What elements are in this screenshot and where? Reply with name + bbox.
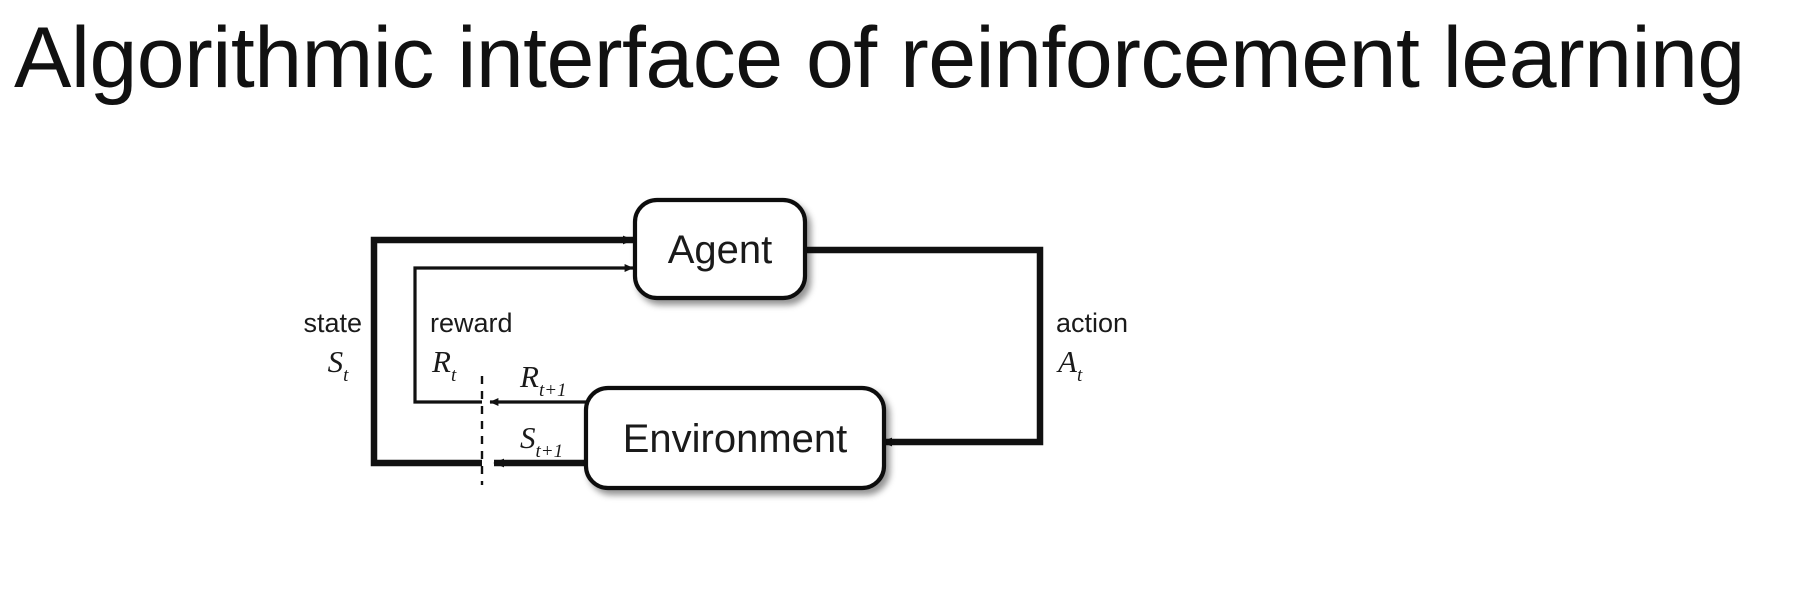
state-symbol-base: S (328, 344, 344, 379)
next-state-symbol-base: S (520, 420, 536, 455)
diagram-canvas: Agent Environment state St reward Rt (303, 197, 1128, 491)
reward-symbol-base: R (431, 344, 451, 379)
next-state-symbol: St+1 (520, 420, 563, 462)
environment-box[interactable] (583, 385, 887, 491)
node-agent[interactable]: Agent (632, 197, 808, 301)
next-state-symbol-subscript: t+1 (536, 441, 564, 462)
reward-edge-path (413, 264, 634, 404)
action-symbol-subscript: t (1077, 365, 1083, 386)
node-environment[interactable]: Environment (583, 385, 887, 491)
agent-box[interactable] (632, 197, 808, 301)
agent-box-label: Agent (668, 228, 773, 272)
state-symbol-subscript: t (343, 365, 349, 386)
state-label-group: state St (303, 308, 362, 386)
state-symbol: St (328, 344, 350, 386)
reward-label: reward (430, 308, 513, 338)
action-label: action (1056, 308, 1128, 338)
action-label-group: action At (1056, 308, 1128, 386)
next-reward-symbol-base: R (519, 359, 539, 394)
reward-symbol: Rt (431, 344, 457, 386)
action-symbol-base: A (1056, 344, 1078, 379)
page-title: Algorithmic interface of reinforcement l… (14, 10, 1745, 106)
state-edge-path (370, 235, 634, 467)
next-reward-symbol-subscript: t+1 (539, 380, 567, 401)
rl-interaction-diagram: Agent Environment state St reward Rt (250, 180, 1400, 510)
environment-box-label: Environment (623, 417, 848, 461)
next-reward-symbol: Rt+1 (519, 359, 567, 401)
reward-label-group: reward Rt (430, 308, 513, 386)
action-edge-path (803, 246, 1044, 447)
action-symbol: At (1056, 344, 1083, 386)
state-label: state (303, 308, 362, 338)
reward-symbol-subscript: t (451, 365, 457, 386)
